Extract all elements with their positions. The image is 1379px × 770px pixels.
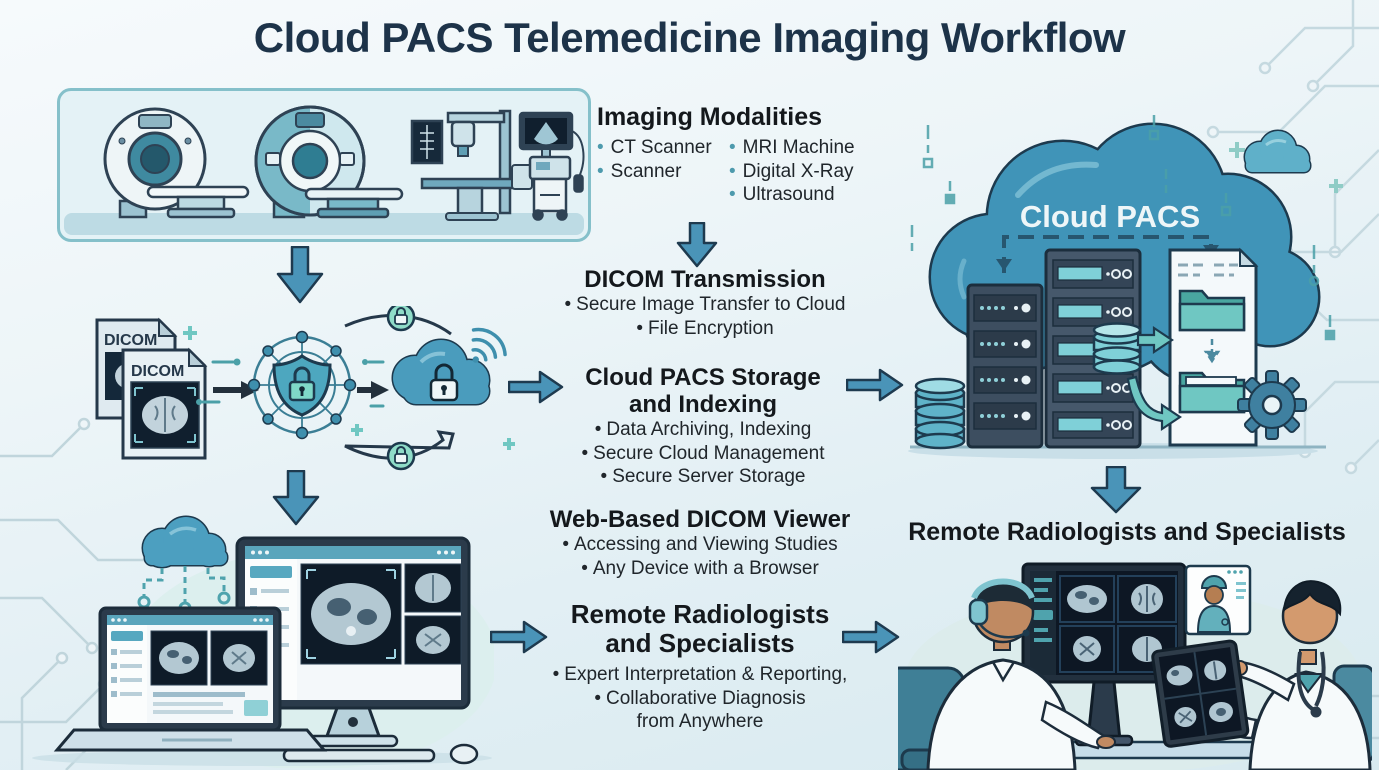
wifi-icon: [471, 327, 507, 363]
step-remote-radiologists: Remote Radiologists and Specialists •Exp…: [528, 600, 872, 734]
folder-icon: [1178, 289, 1246, 332]
arrow-right-icon: [508, 370, 564, 404]
abdomen-ct-image: [300, 563, 402, 665]
mri-machine-icon: [254, 105, 404, 219]
radiologists-illustration: [898, 562, 1372, 770]
arrow-right-small-icon: [213, 381, 259, 399]
radiologist-with-tablet: [1192, 580, 1372, 770]
desktop-monitor: [235, 536, 471, 748]
arrow-right-icon: [490, 620, 548, 654]
modality-item: •Scanner: [597, 160, 682, 182]
viewer-toolbar: [245, 546, 461, 559]
database-stack-icon: [1092, 322, 1142, 375]
step-heading: Cloud PACS Storage and Indexing: [585, 364, 821, 418]
workstation-illustration: [32, 515, 494, 768]
bullet-line: •Expert Interpretation & Reporting,: [552, 664, 848, 685]
plus-decoration: [183, 326, 515, 450]
arrow-down-icon: [276, 246, 324, 304]
step-heading: DICOM Transmission: [584, 266, 826, 293]
modality-item: •Ultrasound: [729, 184, 835, 205]
padlock-icon: [288, 366, 316, 402]
ultrasound-machine-icon: [518, 111, 585, 221]
archive-document: [1168, 247, 1259, 447]
step-dicom-transmission: DICOM Transmission •Secure Image Transfe…: [540, 266, 870, 340]
bullet-dot: •: [597, 137, 604, 158]
bullet-line: •Accessing and Viewing Studies: [562, 534, 838, 555]
modality-item: •MRI Machine: [729, 137, 855, 158]
arrow-right-teal-icon: [1136, 325, 1174, 355]
small-cloud-icon: [1243, 129, 1312, 174]
bullet-dot: •: [729, 160, 736, 182]
remote-doctor-avatar: [1196, 575, 1232, 633]
bullet-dot: •: [729, 184, 736, 205]
mini-lock-top-icon: [386, 306, 416, 332]
plus-decoration: [1329, 179, 1343, 193]
page-title: Cloud PACS Telemedicine Imaging Workflow: [253, 14, 1126, 61]
ct-scanner-icon: [103, 107, 250, 219]
decor-dashes: [196, 358, 385, 408]
bullet-dot: •: [597, 160, 604, 182]
imaging-machines-illustration: [64, 105, 585, 235]
right-column-heading: Remote Radiologists and Specialists: [908, 518, 1346, 546]
monitor-base: [307, 734, 399, 748]
folder-icon: [1178, 371, 1246, 414]
modality-item: •CT Scanner: [597, 137, 712, 158]
bullet-line: •Secure Cloud Management: [581, 442, 825, 464]
cloud-pacs-label: Cloud PACS: [1020, 199, 1200, 234]
bullet-line: •Secure Image Transfer to Cloud: [564, 294, 846, 315]
tablet-with-scans: [1151, 639, 1250, 748]
step-heading: Remote Radiologists and Specialists: [570, 599, 830, 658]
bullet-line: •Any Device with a Browser: [581, 557, 819, 579]
dicom-encryption-illustration: DICOM DICOM: [95, 306, 515, 471]
database-stack-icon: [914, 377, 966, 450]
dicom-label-front: DICOM: [131, 363, 184, 380]
step-web-viewer: Web-Based DICOM Viewer •Accessing and Vi…: [528, 506, 872, 580]
bullet-line: •File Encryption: [636, 317, 774, 339]
server-rack-small: [966, 283, 1044, 449]
laptop: [53, 606, 328, 752]
step-heading: Imaging Modalities: [597, 103, 823, 131]
bullet-line: •Data Archiving, Indexing: [594, 419, 812, 440]
bullet-line: •Collaborative Diagnosis: [594, 687, 806, 709]
mini-lock-bottom-icon: [386, 441, 416, 471]
step-heading: Web-Based DICOM Viewer: [549, 506, 851, 533]
padlock-icon: [429, 363, 459, 402]
data-stream-decor: [910, 115, 1336, 341]
plus-decoration: [1229, 142, 1245, 158]
arrow-right-icon: [846, 368, 904, 402]
arrow-down-icon: [676, 222, 718, 268]
arrow-right-small-icon: [357, 381, 389, 399]
gear-icon: [1237, 370, 1307, 440]
headset-band: [971, 578, 1035, 600]
arrow-right-icon: [842, 620, 900, 654]
bullet-line: •Secure Server Storage: [600, 466, 806, 487]
modality-item: •Digital X-Ray: [729, 160, 854, 182]
xray-machine-icon: [410, 109, 533, 221]
brain-ct-images: [404, 563, 462, 665]
encryption-network-icon: [247, 330, 357, 440]
cloud-pacs-illustration: Cloud PACS: [908, 115, 1343, 459]
step-imaging-modalities: Imaging Modalities •CT Scanner •Scanner …: [597, 104, 877, 207]
arrow-down-icon: [1090, 466, 1142, 514]
arrow-down-icon: [272, 470, 320, 526]
secure-cloud-icon: [391, 338, 491, 406]
video-call-window: [1184, 564, 1252, 636]
stethoscope: [1296, 651, 1316, 712]
bullet-dot: •: [729, 137, 736, 158]
step-cloud-pacs-storage: Cloud PACS Storage and Indexing •Data Ar…: [553, 364, 853, 489]
radiologist-with-headset: [926, 578, 1116, 770]
arrow-curved-teal-icon: [1126, 375, 1182, 432]
mouse: [449, 743, 479, 765]
imaging-machines-panel: [57, 88, 591, 242]
bullet-line: from Anywhere: [636, 711, 764, 732]
dicom-file-front: DICOM: [121, 347, 208, 460]
keyboard: [282, 748, 436, 763]
dicom-label-back: DICOM: [104, 332, 157, 349]
headset-earcup: [968, 598, 989, 626]
